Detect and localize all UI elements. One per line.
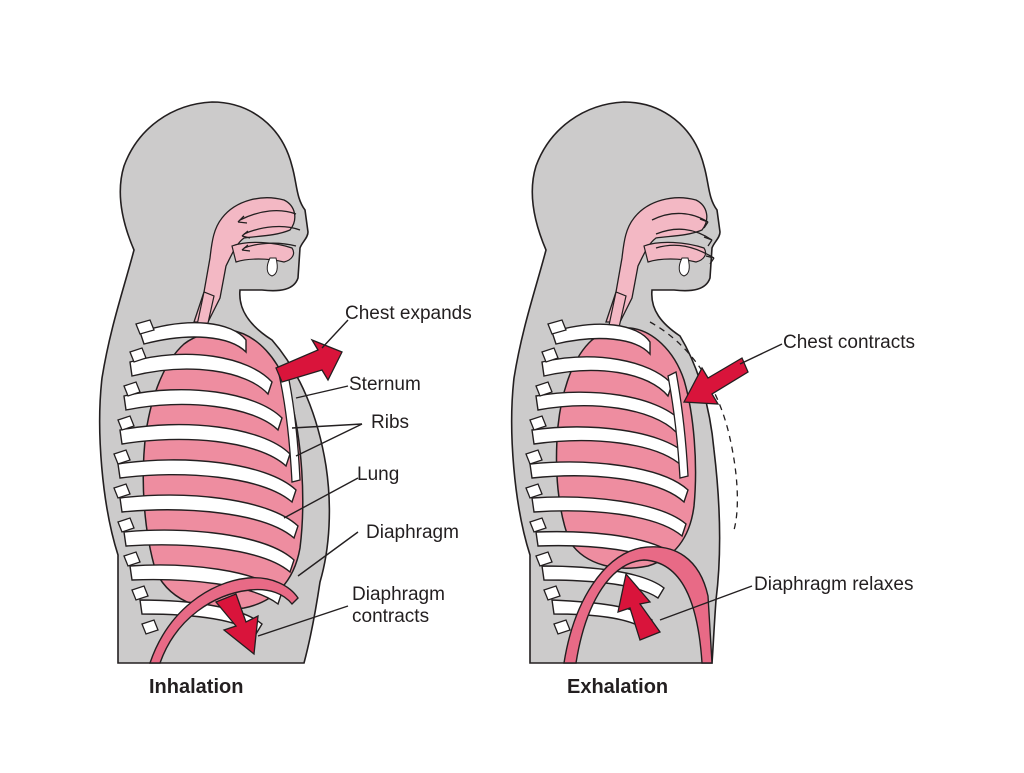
- leader-lines: [257, 319, 363, 637]
- tongue: [678, 257, 690, 277]
- diaphragm-contracts-label-line1: Diaphragm: [352, 584, 445, 605]
- spine: [113, 319, 159, 635]
- airflow-arrows: [651, 212, 715, 265]
- chest-expands-arrow: [275, 338, 343, 383]
- exhalation-caption: Exhalation: [567, 676, 669, 698]
- chest-contracts-label: Chest contracts: [783, 332, 915, 353]
- airflow-arrows: [237, 209, 301, 252]
- diaphragm-up-arrow: [617, 572, 662, 641]
- sternum: [667, 371, 689, 479]
- spine: [525, 319, 571, 635]
- diaphragm: [563, 546, 713, 664]
- nasal-cavity: [193, 197, 296, 323]
- diaphragm-down-arrow: [214, 593, 259, 656]
- leader-lines: [659, 343, 783, 621]
- diaphragm-contracts-label-line2: contracts: [352, 606, 430, 627]
- sternum-label: Sternum: [349, 374, 421, 395]
- tongue: [266, 257, 278, 277]
- mouth-cavity: [231, 241, 295, 263]
- inhalation-figure: [98, 101, 363, 664]
- chest-contracts-arrow: [682, 357, 749, 405]
- diaphragm: [149, 577, 299, 664]
- diaphragm-relaxes-label: Diaphragm relaxes: [754, 574, 914, 595]
- sternum: [277, 365, 301, 483]
- exhalation-figure: [510, 101, 783, 664]
- previous-chest-outline: [649, 321, 739, 531]
- lung-label: Lung: [357, 464, 400, 485]
- diaphragm-label: Diaphragm: [366, 522, 459, 543]
- ribs-label: Ribs: [371, 412, 410, 433]
- ribcage: [117, 322, 299, 636]
- inhalation-caption: Inhalation: [149, 676, 244, 698]
- chest-expands-label: Chest expands: [345, 303, 472, 324]
